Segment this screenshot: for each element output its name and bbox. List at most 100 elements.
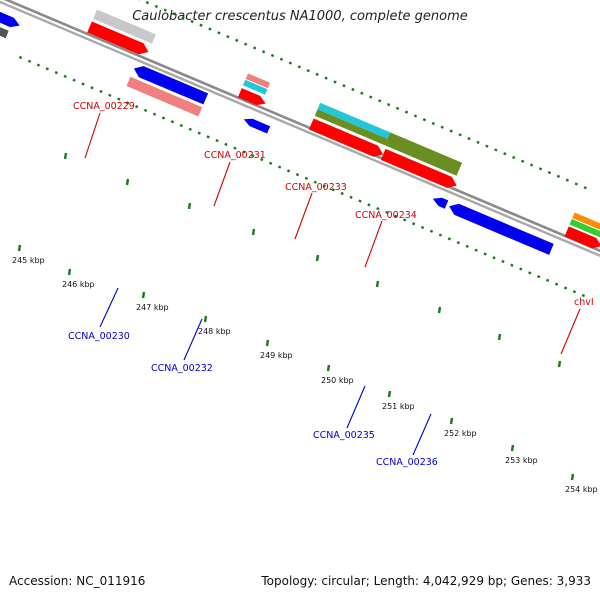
scale-tick-minor [501, 259, 505, 264]
scale-tick-minor [563, 286, 568, 290]
scale-tick-minor [494, 148, 498, 152]
scale-tick-minor [422, 118, 427, 122]
cds-block [380, 148, 457, 188]
scale-tick-minor [197, 131, 201, 135]
scale-tick-minor [190, 19, 194, 24]
scale-tick-minor [154, 4, 159, 9]
scale-tick-minor [429, 229, 434, 233]
gene-leader-line [364, 220, 383, 268]
scale-tick-minor [403, 218, 407, 222]
scale-tick-minor [520, 159, 525, 163]
scale-tick-minor [503, 152, 507, 156]
scale-tick-minor [342, 84, 346, 88]
scale-tick-minor [413, 114, 418, 118]
scale-tick-minor [170, 120, 175, 124]
scale-tick-major [63, 152, 68, 160]
scale-tick-minor [554, 282, 559, 286]
scale-tick-major [125, 178, 130, 186]
gene-block [245, 73, 271, 89]
scale-tick-minor [394, 214, 398, 218]
scale-tick-minor [81, 82, 85, 86]
scale-tick-minor [395, 106, 400, 110]
scale-tick-minor [467, 136, 471, 141]
gene-leader-line [346, 385, 366, 429]
scale-tick-minor [545, 278, 550, 283]
scale-tick-minor [117, 97, 121, 101]
scale-tick-major [375, 280, 380, 288]
scale-tick-minor [485, 144, 489, 148]
gene-block [126, 76, 203, 117]
scale-tick-major [315, 254, 320, 262]
scale-tick-minor [528, 271, 532, 275]
gene-label: CCNA_00236 [376, 457, 438, 468]
gene-label: CCNA_00234 [355, 210, 417, 221]
gene-leader-line [213, 161, 231, 207]
scale-tick-minor [297, 65, 301, 69]
scale-tick-minor [547, 170, 552, 175]
scale-tick-minor [565, 178, 569, 182]
gene-leader-line [84, 112, 101, 159]
gene-label: CCNA_00233 [285, 182, 347, 193]
scale-tick-minor [333, 80, 337, 84]
scale-tick-minor [458, 133, 462, 137]
scale-tick-minor [126, 101, 130, 105]
scale-tick-minor [474, 248, 478, 252]
scale-tick-minor [288, 61, 293, 65]
scale-tick-minor [215, 139, 219, 143]
scale-tick-minor [143, 108, 148, 113]
scale-tick-major [326, 364, 331, 372]
cds-block [308, 118, 384, 157]
scale-tick-minor [152, 112, 157, 116]
scale-tick-minor [340, 191, 344, 196]
scale-tick-minor [385, 210, 389, 215]
kbp-label: 247 kbp [136, 303, 169, 312]
cds-block [564, 226, 600, 249]
scale-tick-minor [313, 180, 318, 184]
scale-tick-minor [261, 50, 266, 54]
gene-block [242, 79, 268, 95]
scale-tick-major [265, 339, 270, 347]
cds-block [87, 21, 149, 55]
cds-block [237, 88, 266, 106]
scale-tick-minor [322, 184, 326, 188]
scale-tick-minor [420, 225, 425, 230]
kbp-label: 248 kbp [198, 327, 231, 336]
scale-tick-minor [438, 233, 443, 237]
scale-tick-minor [179, 123, 183, 128]
scale-tick-minor [315, 72, 319, 76]
scale-tick-minor [18, 55, 23, 60]
kbp-label: 254 kbp [565, 485, 598, 494]
scale-tick-minor [233, 146, 237, 150]
map-title: Caulobacter crescentus NA1000, complete … [132, 9, 468, 24]
gene-block [314, 109, 388, 146]
scale-tick-minor [235, 38, 239, 42]
gene-label: CCNA_00230 [68, 331, 130, 342]
scale-tick-minor [360, 91, 364, 95]
gene-label: CCNA_00231 [204, 150, 266, 161]
kbp-label: 246 kbp [62, 280, 95, 289]
scale-tick-minor [188, 127, 192, 131]
scale-tick-minor [572, 290, 577, 294]
gene-block [0, 27, 9, 39]
scale-tick-minor [161, 116, 166, 120]
scale-tick-minor [449, 129, 453, 133]
scale-tick-minor [54, 71, 58, 75]
scale-tick-major [437, 306, 442, 314]
gene-leader-line [560, 308, 581, 355]
gene-leader-line [99, 287, 119, 328]
cds-block [432, 197, 449, 209]
scale-tick-minor [172, 12, 176, 16]
scale-tick-minor [358, 199, 362, 203]
scale-tick-minor [512, 155, 516, 160]
scale-tick-major [141, 291, 146, 299]
scale-tick-minor [224, 142, 228, 147]
scale-tick-minor [404, 110, 409, 114]
kbp-label: 249 kbp [260, 351, 293, 360]
gene-label: CCNA_00232 [151, 363, 213, 374]
scale-tick-minor [447, 237, 452, 241]
scale-tick-major [557, 360, 562, 368]
scale-tick-minor [45, 67, 49, 71]
scale-tick-minor [199, 23, 203, 27]
scale-tick-minor [286, 169, 291, 173]
